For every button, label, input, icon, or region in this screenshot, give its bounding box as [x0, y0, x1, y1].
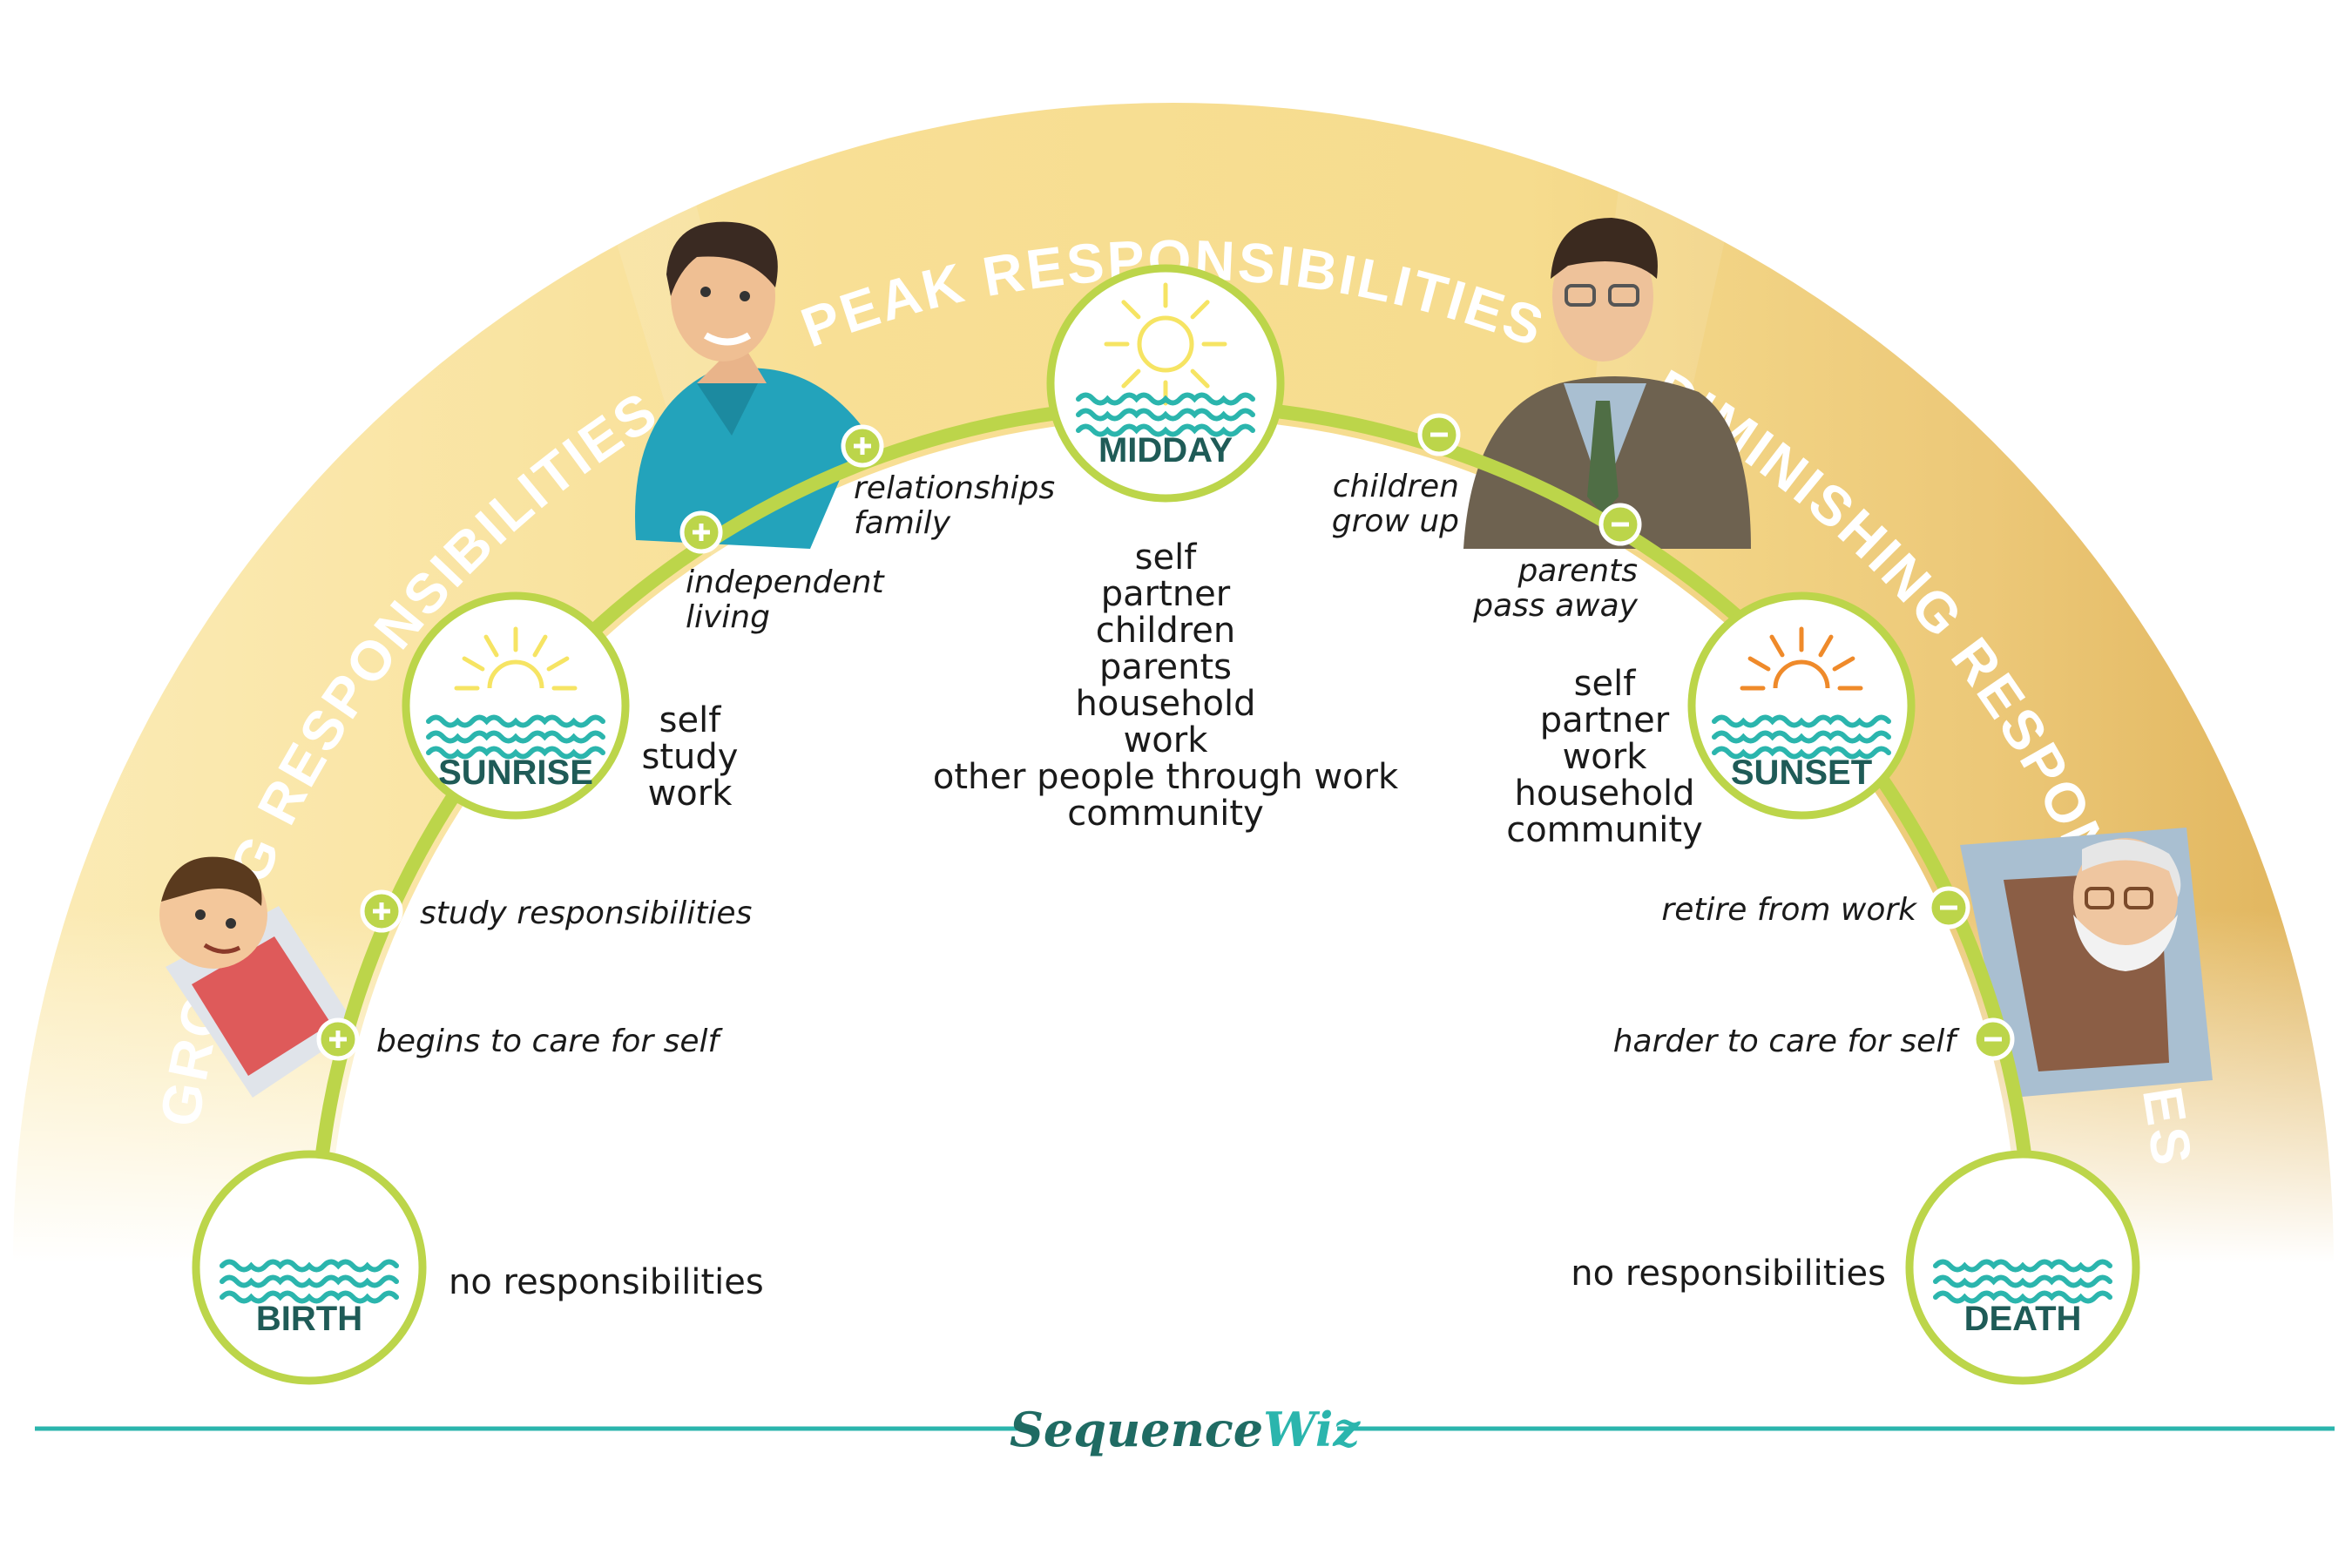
responsibility-item: partner: [1101, 574, 1231, 614]
stage-label: MIDDAY: [1098, 431, 1233, 470]
band-bottom-fade: [0, 0, 2352, 1263]
elderly-man-portrait-icon: [1960, 828, 2213, 1098]
stage-birth: BIRTH: [192, 1150, 427, 1385]
event-label: grow up: [1332, 504, 1459, 539]
sunset-icon: [1712, 626, 1891, 760]
event-0: begins to care for self: [316, 1017, 724, 1061]
event-7: harder to care for self: [1613, 1017, 2015, 1061]
responsibility-item: work: [648, 774, 733, 814]
responsibility-item: work: [1563, 737, 1648, 777]
waves-icon: [220, 1259, 399, 1304]
responsibilities-layer: no responsibilitiesselfstudyworkselfpart…: [449, 537, 1886, 1302]
brand-logo: SequenceWiz: [1010, 1402, 1361, 1457]
young-man-portrait-icon: [635, 221, 862, 549]
stages-layer: BIRTH SUNRISE MIDDAY SUNSET DEATH: [192, 264, 2140, 1385]
stage-label: BIRTH: [256, 1300, 362, 1338]
stage-label: DEATH: [1964, 1300, 2082, 1338]
responsibilities-death: no responsibilities: [1571, 1254, 1886, 1294]
stage-midday: MIDDAY: [1046, 264, 1285, 503]
responsibility-item: children: [1096, 611, 1236, 651]
stage-death: DEATH: [1905, 1150, 2140, 1385]
responsibility-item: household: [1515, 774, 1695, 814]
event-label: independent: [686, 564, 885, 600]
responsibility-item: no responsibilities: [1571, 1254, 1886, 1294]
event-label: pass away: [1472, 588, 1638, 624]
responsibility-item: other people through work: [933, 757, 1399, 797]
stage-label: SUNRISE: [438, 754, 593, 792]
responsibility-item: self: [659, 700, 722, 740]
responsibility-item: community: [1067, 794, 1264, 834]
events-layer: begins to care for self study responsibil…: [316, 413, 2015, 1061]
event-6: retire from work: [1661, 886, 1970, 929]
stage-sunrise: SUNRISE: [402, 591, 630, 820]
event-label: begins to care for self: [376, 1024, 724, 1059]
event-label: study responsibilities: [420, 896, 752, 931]
responsibility-item: parents: [1099, 647, 1232, 687]
event-label: relationships: [854, 470, 1055, 506]
stage-label: SUNSET: [1731, 754, 1872, 792]
event-label: living: [686, 599, 770, 635]
responsibility-item: household: [1076, 684, 1256, 724]
responsibility-item: no responsibilities: [449, 1262, 764, 1302]
event-label: children: [1333, 469, 1459, 504]
event-label: parents: [1517, 553, 1638, 589]
sunrise-icon: [426, 626, 605, 760]
responsibility-item: community: [1506, 810, 1703, 850]
responsibility-item: self: [1574, 664, 1637, 704]
event-label: family: [854, 505, 951, 541]
event-label: harder to care for self: [1613, 1024, 1961, 1059]
event-1: study responsibilities: [360, 889, 752, 933]
stage-sunset: SUNSET: [1687, 591, 1916, 820]
waves-icon: [1933, 1259, 2112, 1304]
responsibility-item: work: [1124, 720, 1209, 760]
child-portrait-icon: [159, 856, 357, 1098]
responsibility-item: study: [642, 737, 739, 777]
responsibility-item: partner: [1540, 700, 1670, 740]
responsibility-item: self: [1135, 537, 1198, 578]
businessman-portrait-icon: [1463, 218, 1751, 549]
sun-icon: [1076, 282, 1255, 437]
event-label: retire from work: [1661, 892, 1918, 928]
responsibilities-midday: selfpartnerchildrenparentshouseholdworko…: [933, 537, 1399, 834]
responsibilities-birth: no responsibilities: [449, 1262, 764, 1302]
